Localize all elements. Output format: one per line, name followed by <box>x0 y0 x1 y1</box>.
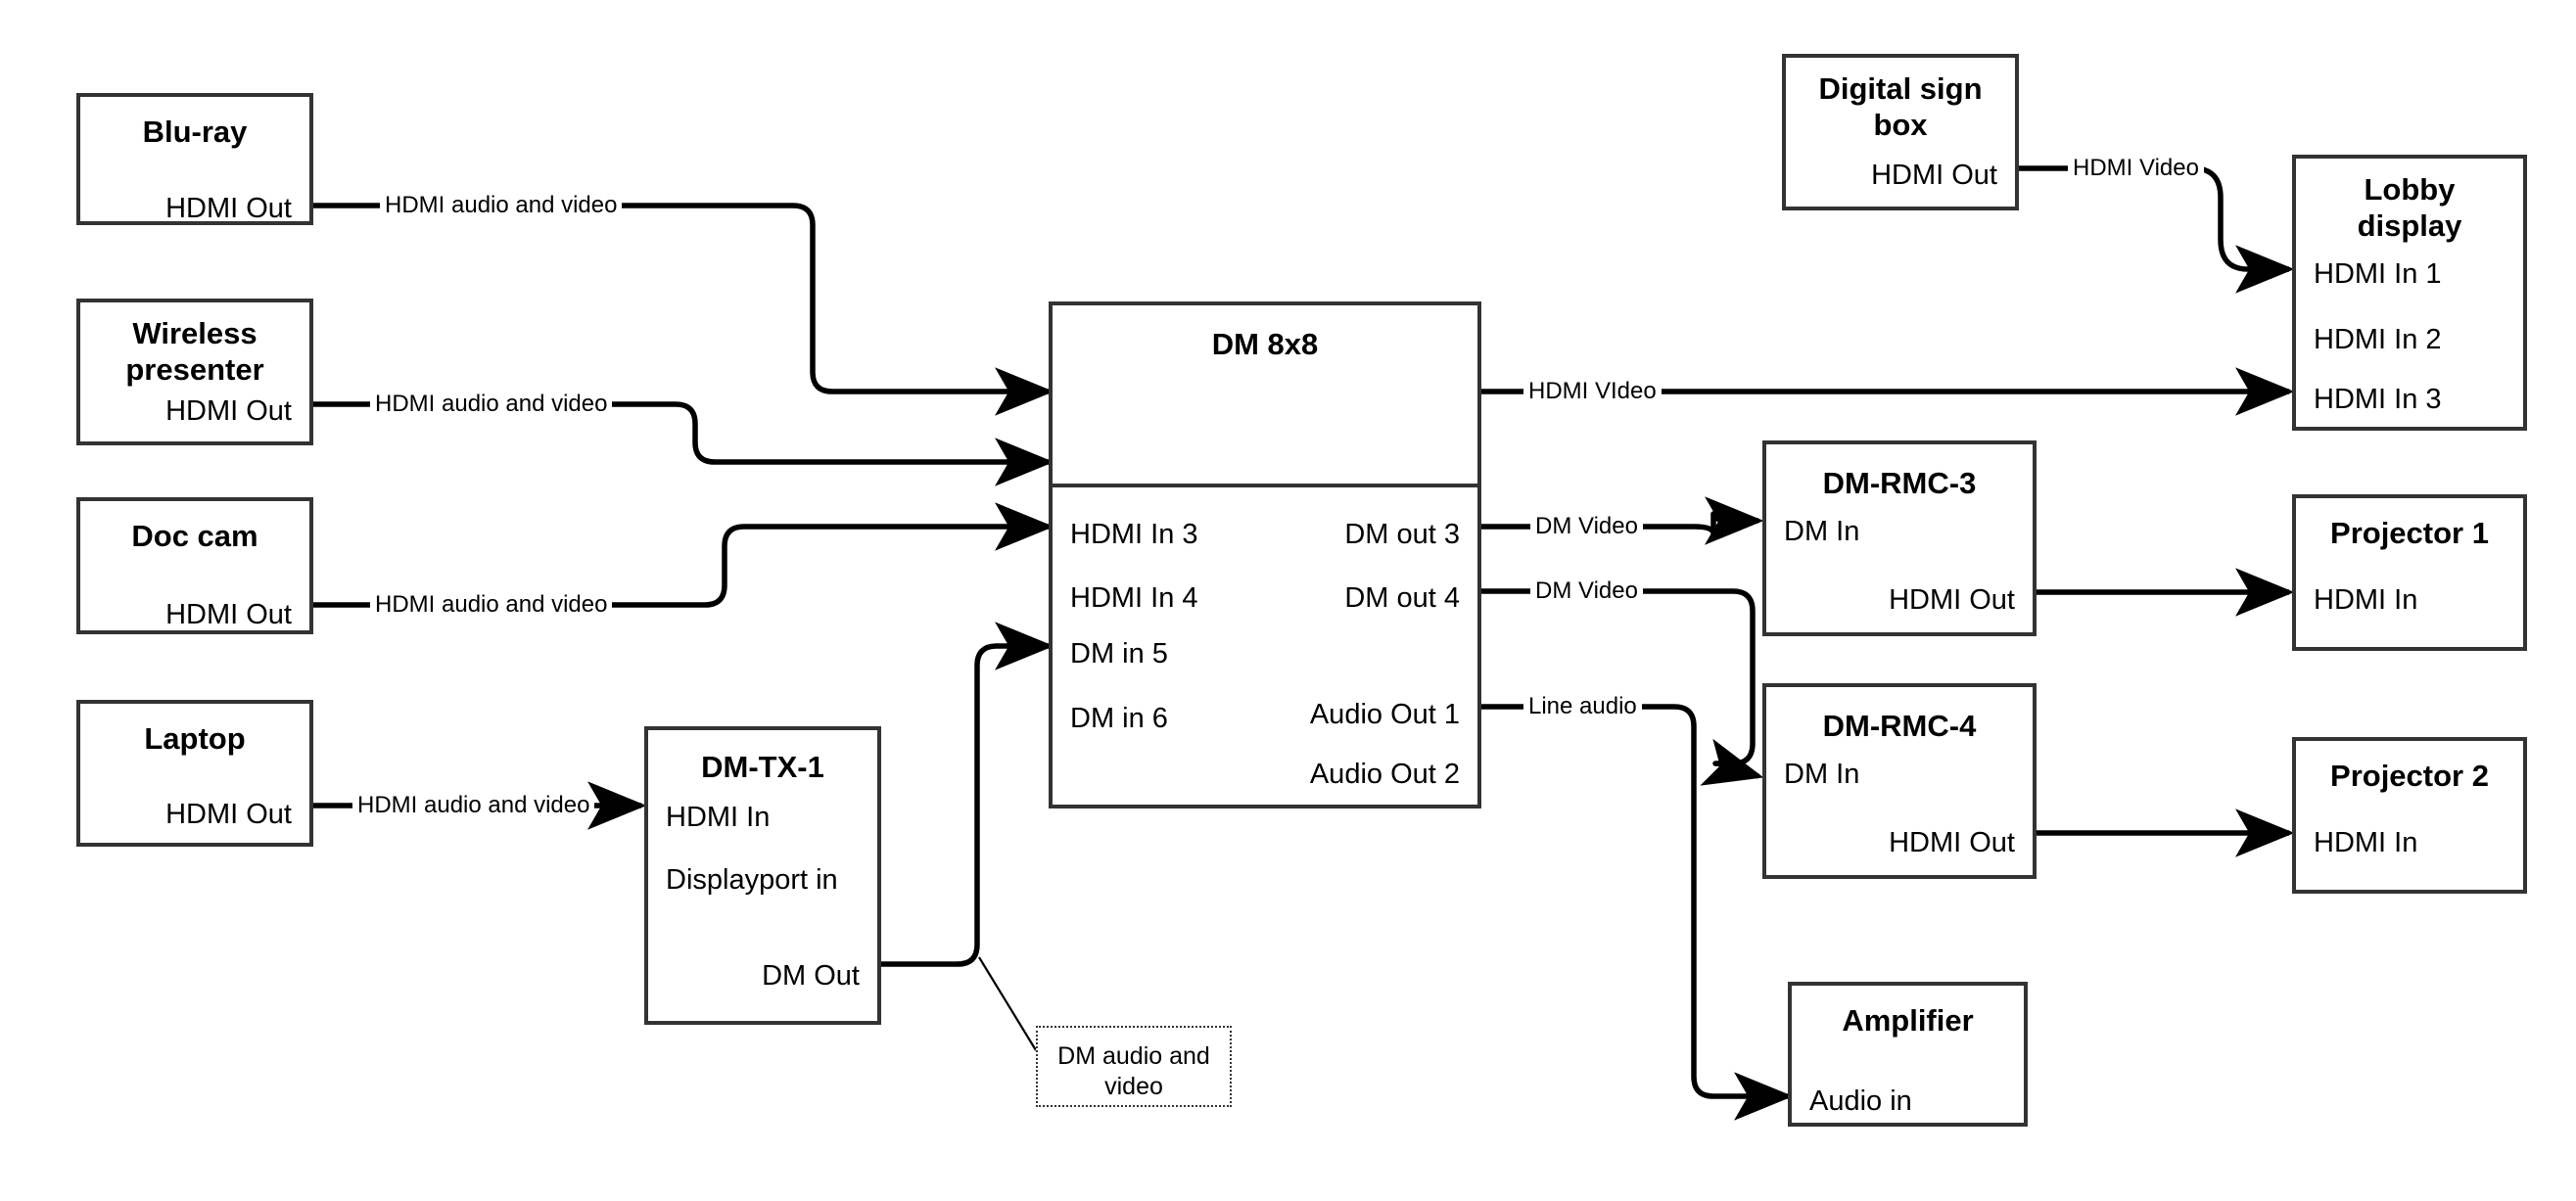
node-title: DM-TX-1 <box>701 750 824 784</box>
node-dm-8x8[interactable]: DM 8x8 <box>1049 301 1481 487</box>
port-dm-out-3[interactable]: DM out 3 <box>1344 519 1460 550</box>
wire-signbox-to-lobby <box>2019 165 2295 294</box>
node-title: Laptop <box>144 721 246 756</box>
wire-label-wireless: HDMI audio and video <box>370 393 613 416</box>
wire-label-hdmi-video-out1: HDMI VIdeo <box>1523 380 1662 403</box>
port-hdmi-out[interactable]: HDMI Out <box>165 599 292 630</box>
port-hdmi-in-3[interactable]: HDMI In 3 <box>1070 519 1198 550</box>
note-leader-line <box>978 956 1037 1051</box>
node-projector-1[interactable]: Projector 1 HDMI In <box>2292 494 2527 651</box>
node-title: Lobby display <box>2357 172 2462 243</box>
port-audio-in[interactable]: Audio in <box>1809 1086 1912 1117</box>
wire-label-dm-video-out4: DM Video <box>1530 579 1643 603</box>
note-dm-audio-and-video: DM audio and video <box>1036 1026 1232 1107</box>
node-blu-ray[interactable]: Blu-ray HDMI Out <box>76 93 313 225</box>
wire-label-doccam: HDMI audio and video <box>370 593 613 617</box>
wire-label-line-audio: Line audio <box>1523 695 1642 718</box>
wire-dm8x8-to-rmc4 <box>1481 588 1764 786</box>
node-digital-sign-box[interactable]: Digital sign box HDMI Out <box>1782 54 2019 210</box>
node-title: Amplifier <box>1842 1003 1974 1038</box>
port-hdmi-out[interactable]: HDMI Out <box>1889 827 2015 858</box>
port-audio-out-1[interactable]: Audio Out 1 <box>1309 699 1460 730</box>
wire-bluray-to-dm8x8 <box>313 203 1054 416</box>
port-audio-out-2[interactable]: Audio Out 2 <box>1309 759 1460 790</box>
port-hdmi-in[interactable]: HDMI In <box>2314 584 2418 616</box>
node-amplifier[interactable]: Amplifier Audio in <box>1788 982 2028 1127</box>
node-title: DM 8x8 <box>1211 327 1319 361</box>
node-laptop[interactable]: Laptop HDMI Out <box>76 700 313 847</box>
port-hdmi-in-4[interactable]: HDMI In 4 <box>1070 582 1198 614</box>
port-hdmi-in[interactable]: HDMI In <box>2314 827 2418 858</box>
node-projector-2[interactable]: Projector 2 HDMI In <box>2292 737 2527 894</box>
node-title: Wireless presenter <box>125 316 264 387</box>
port-dm-out-4[interactable]: DM out 4 <box>1344 582 1460 614</box>
node-lobby-display[interactable]: Lobby display HDMI In 1 HDMI In 2 HDMI I… <box>2292 155 2527 431</box>
port-hdmi-in-2[interactable]: HDMI In 2 <box>2314 324 2442 355</box>
node-title: DM-RMC-3 <box>1822 466 1977 500</box>
port-hdmi-out[interactable]: HDMI Out <box>1889 584 2015 616</box>
node-title: Digital sign box <box>1818 71 1983 142</box>
port-displayport-in[interactable]: Displayport in <box>666 864 838 896</box>
port-hdmi-in-3[interactable]: HDMI In 3 <box>2314 384 2442 415</box>
wire-dmtx1-to-dm8x8 <box>881 622 1054 967</box>
port-dm-in-5[interactable]: DM in 5 <box>1070 638 1168 670</box>
port-hdmi-in-1[interactable]: HDMI In 1 <box>2314 258 2442 290</box>
node-title: Projector 1 <box>2330 516 2489 550</box>
wire-label-dm-video-out3: DM Video <box>1530 515 1643 538</box>
wire-dm8x8-to-amplifier <box>1481 704 1794 1121</box>
node-dm-rmc-3[interactable]: DM-RMC-3 DM In HDMI Out <box>1762 440 2037 636</box>
wire-label-hdmi-video-signbox: HDMI Video <box>2068 157 2204 180</box>
node-dm-tx-1[interactable]: DM-TX-1 HDMI In Displayport in DM Out <box>644 726 881 1025</box>
port-dm-in[interactable]: DM In <box>1784 759 1860 790</box>
port-hdmi-out[interactable]: HDMI Out <box>165 799 292 830</box>
port-dm-in-6[interactable]: DM in 6 <box>1070 703 1168 734</box>
port-hdmi-out[interactable]: HDMI Out <box>165 193 292 224</box>
node-doc-cam[interactable]: Doc cam HDMI Out <box>76 497 313 634</box>
node-wireless-presenter[interactable]: Wireless presenter HDMI Out <box>76 299 313 445</box>
port-dm-in[interactable]: DM In <box>1784 516 1860 547</box>
port-dm-out[interactable]: DM Out <box>762 960 860 992</box>
node-dm-rmc-4[interactable]: DM-RMC-4 DM In HDMI Out <box>1762 683 2037 879</box>
note-text: DM audio and video <box>1057 1042 1210 1101</box>
node-title: Blu-ray <box>142 115 248 149</box>
node-title: Projector 2 <box>2330 759 2489 793</box>
wire-label-bluray: HDMI audio and video <box>380 194 623 217</box>
node-title: DM-RMC-4 <box>1822 709 1977 743</box>
port-hdmi-out[interactable]: HDMI Out <box>1871 160 1997 191</box>
port-hdmi-out[interactable]: HDMI Out <box>165 395 292 427</box>
wire-label-laptop: HDMI audio and video <box>352 794 595 817</box>
port-hdmi-in[interactable]: HDMI In <box>666 802 771 833</box>
node-title: Doc cam <box>131 519 258 553</box>
